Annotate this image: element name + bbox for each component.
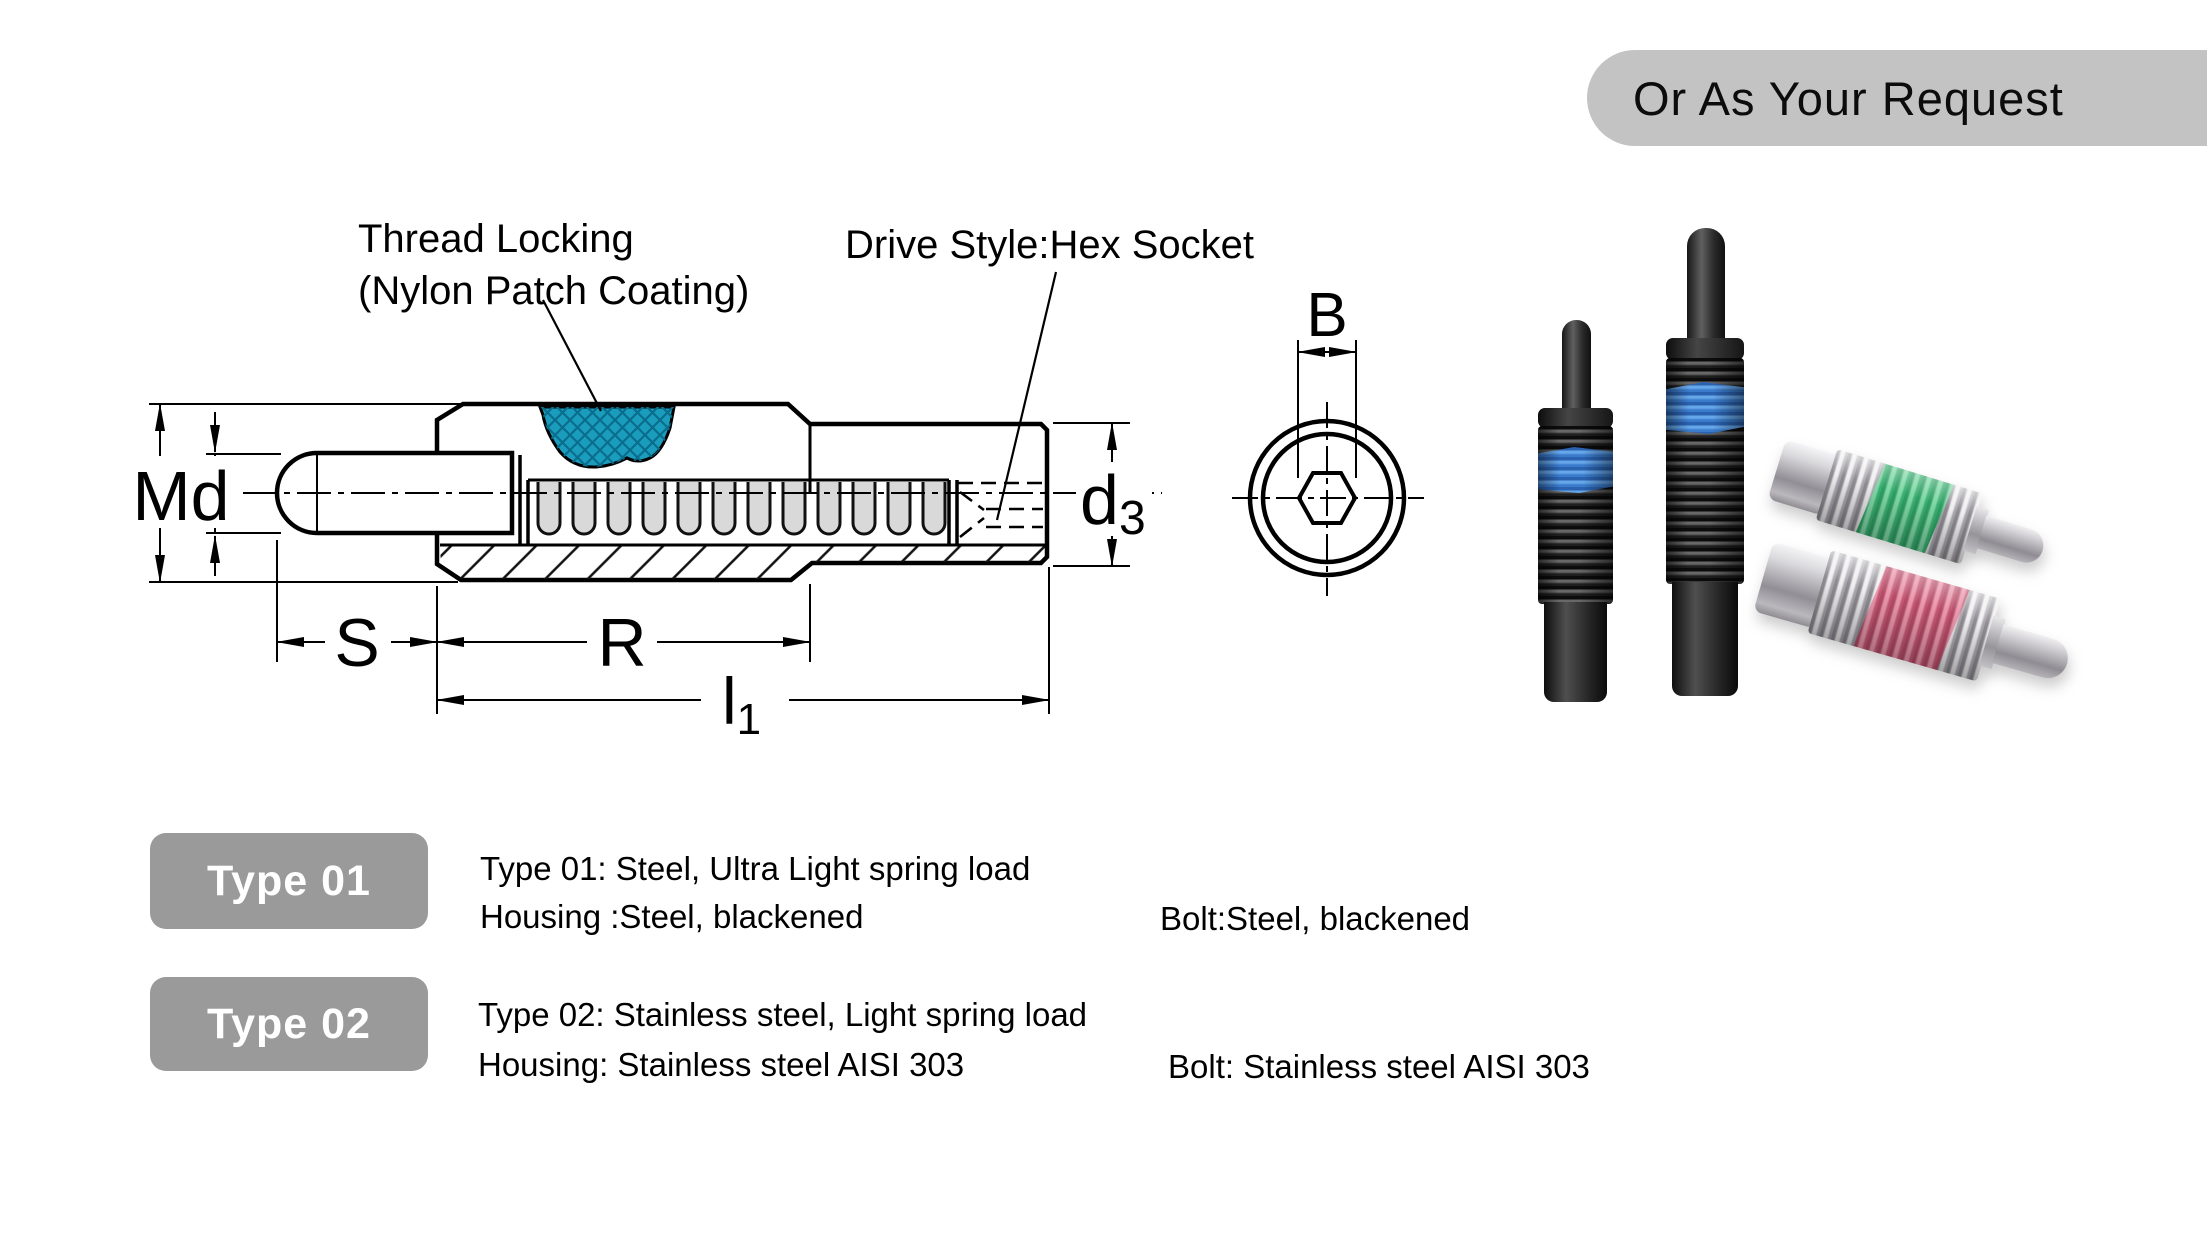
thread-locking-label-line2: (Nylon Patch Coating)	[358, 269, 749, 313]
dim-label-d3: d3	[1080, 461, 1146, 545]
type-01-bolt: Bolt:Steel, blackened	[1160, 900, 1471, 937]
type-01-housing: Housing :Steel, blackened	[480, 898, 864, 935]
request-badge-label: Or As Your Request	[1633, 71, 2064, 125]
type-02-bolt: Bolt: Stainless steel AISI 303	[1168, 1048, 1590, 1085]
thread-locking-label-line1: Thread Locking	[358, 217, 634, 261]
photo-black-plunger-large	[1666, 228, 1744, 696]
dim-text-backgrounds	[134, 456, 1152, 731]
plunger-pin-photo	[1976, 515, 2048, 567]
spring-cavity	[518, 455, 959, 545]
leader-lines	[542, 271, 1058, 521]
drive-style-label: Drive Style:Hex Socket	[845, 223, 1254, 267]
dim-label-s: S	[334, 605, 379, 681]
plunger-threads-photo	[1666, 358, 1744, 584]
nylon-patch-blue	[1666, 382, 1744, 434]
type-02-badge: Type 02	[150, 977, 428, 1071]
type-01-description: Type 01: Steel, Ultra Light spring load	[480, 850, 1031, 887]
plunger-body-photo	[1544, 602, 1607, 702]
plunger-pin-photo	[1687, 228, 1725, 344]
dim-label-l1: l1	[722, 664, 761, 744]
dim-label-b: B	[1306, 281, 1347, 350]
type-01-badge-label: Type 01	[207, 856, 371, 905]
type-02-badge-label: Type 02	[207, 999, 371, 1048]
end-view-centerlines	[1232, 402, 1424, 596]
nylon-patch	[537, 405, 676, 469]
plunger-pin-photo	[1992, 624, 2073, 683]
type-02-housing: Housing: Stainless steel AISI 303	[478, 1046, 965, 1083]
section-hatch	[440, 546, 1045, 579]
dim-label-md: Md	[132, 457, 229, 535]
plunger-pin-photo	[1562, 320, 1591, 414]
request-badge: Or As Your Request	[1587, 50, 2207, 146]
plunger-threads-photo	[1538, 426, 1613, 604]
plunger-flange-photo	[1538, 408, 1613, 428]
type-02-description: Type 02: Stainless steel, Light spring l…	[478, 996, 1088, 1033]
hex-end-view: B	[1232, 281, 1424, 596]
nylon-patch-blue	[1538, 447, 1613, 493]
plunger-body-photo	[1672, 582, 1738, 696]
plunger-flange-photo	[1666, 338, 1744, 360]
type-01-badge: Type 01	[150, 833, 428, 929]
dim-label-r: R	[597, 605, 646, 681]
photo-black-plunger-small	[1538, 320, 1613, 702]
hex-socket-hidden-lines	[958, 481, 1043, 539]
